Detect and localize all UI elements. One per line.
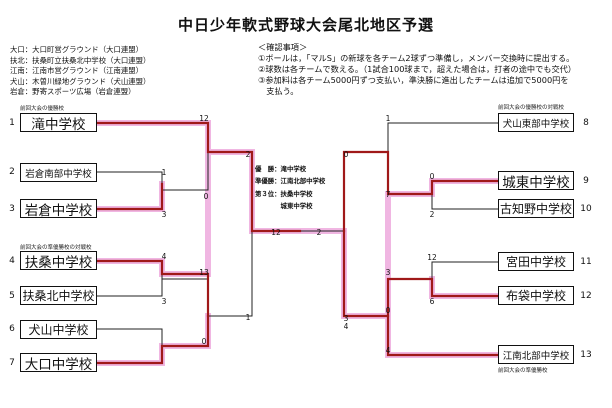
score-label: 12 (271, 228, 281, 237)
seed-number: 4 (9, 256, 15, 266)
result-champion: 優 勝：滝中学校 (255, 165, 307, 173)
seed-number: 2 (9, 167, 15, 177)
seed-number: 5 (9, 291, 15, 301)
venue-item: 岩倉：野寄スポーツ広場（岩倉連盟） (10, 87, 136, 97)
score-label: 13 (199, 268, 209, 277)
team-box: 犬山中学校 (20, 320, 97, 339)
seed-number: 7 (9, 358, 15, 368)
score-label: 0 (203, 192, 209, 201)
note-item: 支払う。 (258, 86, 299, 96)
team-box: 岩倉中学校 (20, 199, 97, 218)
bracket-base (97, 122, 498, 364)
score-label: 3 (161, 297, 167, 306)
score-label: 3 (161, 210, 167, 219)
score-label: 1 (161, 168, 167, 177)
score-label: 4 (161, 252, 167, 261)
score-label: 1 (385, 114, 391, 123)
seed-number: 9 (583, 176, 589, 186)
result-third-2: 城東中学校 (255, 202, 313, 211)
score-label: 0 (201, 337, 207, 346)
score-label: 12 (427, 253, 437, 262)
score-label: 2 (245, 150, 251, 159)
confirmation-notes: ＜確認事項＞ ①ボールは，「マルS」の新球を各チーム2球ずつ準備し，メンバー交換… (258, 42, 603, 97)
score-label: 2 (316, 228, 322, 237)
team-box: 古知野中学校 (498, 199, 574, 218)
score-label: 6 (429, 297, 435, 306)
score-label: 3 (385, 268, 391, 277)
winner-glow (94, 120, 501, 366)
team-note: 前回大会の優勝校の対戦校 (498, 105, 565, 111)
score-label: 3 (343, 314, 349, 323)
score-label: 4 (343, 322, 349, 331)
seed-number: 10 (580, 204, 592, 214)
team-box: 布袋中学校 (498, 286, 574, 305)
seed-number: 8 (583, 118, 589, 128)
seed-number: 11 (580, 257, 592, 267)
result-third: 第３位：扶桑中学校 (255, 189, 313, 198)
note-item: ③参加料は各チーム5000円ずつ支払い，準決勝に進出したチームは追加で5000円… (258, 75, 569, 85)
note-item: ①ボールは，「マルS」の新球を各チーム2球ずつ準備し，メンバー交換時に提出する。 (258, 53, 575, 63)
team-box: 大口中学校 (20, 353, 97, 372)
seed-number: 3 (9, 204, 15, 214)
team-note: 前回大会の準優勝校の対戦校 (20, 245, 92, 251)
score-label: 7 (385, 190, 391, 199)
score-label: 12 (199, 114, 209, 123)
team-box: 扶桑中学校 (20, 251, 97, 270)
page-title: 中日少年軟式野球大会尾北地区予選 (177, 16, 434, 34)
team-box: 滝中学校 (20, 113, 97, 132)
note-item: ②球数は各チームで数える。（1試合100球まで，超えた場合は，打者の途中でも交代… (258, 64, 577, 74)
score-label: 1 (245, 313, 251, 322)
venue-item: 犬山：木曽川緑地グラウンド（犬山連盟） (10, 76, 151, 86)
seed-number: 12 (580, 291, 592, 301)
seed-number: 13 (580, 350, 592, 360)
score-label: 0 (429, 172, 435, 181)
team-box: 宮田中学校 (498, 252, 574, 271)
venue-item: 江南：江南市営グラウンド（江南連盟） (10, 66, 144, 76)
venue-item: 扶北：扶桑町立扶桑北中学校（大口連盟） (10, 55, 151, 65)
score-label: 2 (429, 210, 435, 219)
seed-number: 6 (9, 324, 15, 334)
result-runner-up: 準優勝：江南北部中学校 (255, 177, 326, 186)
team-box: 犬山東部中学校 (498, 113, 574, 132)
notes-heading: ＜確認事項＞ (258, 42, 308, 52)
venue-list: 大口：大口町営グラウンド（大口連盟）扶北：扶桑町立扶桑北中学校（大口連盟）江南：… (10, 45, 150, 98)
seed-number: 1 (9, 118, 15, 128)
team-note: 前回大会の優勝校 (20, 106, 65, 112)
team-box: 江南北部中学校 (498, 345, 574, 364)
score-label: 4 (385, 346, 391, 355)
team-box: 城東中学校 (498, 171, 574, 190)
team-note: 前回大会の準優勝校 (498, 368, 548, 374)
team-box: 岩倉南部中学校 (20, 163, 97, 182)
venue-item: 大口：大口町営グラウンド（大口連盟） (10, 45, 144, 54)
final-results: 優 勝：滝中学校 準優勝：江南北部中学校 第３位：扶桑中学校 城東中学校 (255, 163, 325, 213)
score-label: 0 (343, 150, 349, 159)
team-box: 扶桑北中学校 (20, 286, 97, 305)
score-label: 0 (385, 306, 391, 315)
winner-path (95, 121, 500, 365)
